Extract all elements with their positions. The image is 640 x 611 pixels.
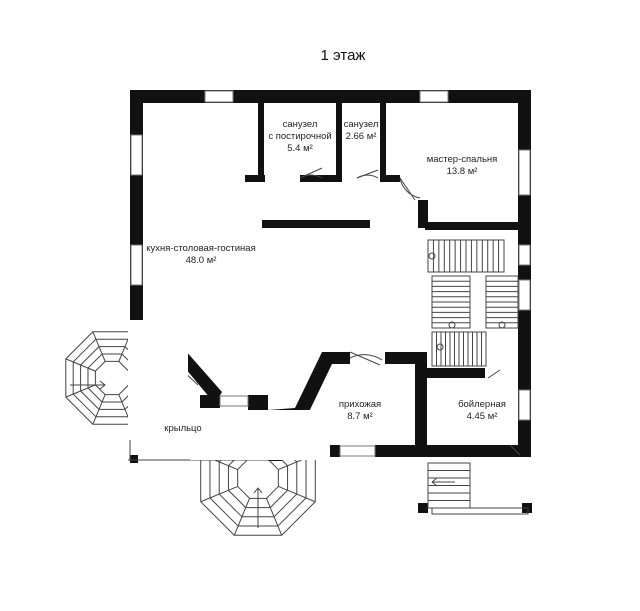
porch-steps-bottom [190,410,330,536]
doors [179,167,521,456]
window-kitchen-bottom [219,395,249,407]
porch-step-edge [92,394,106,425]
label-bath1-area: 5.4 м² [287,143,313,154]
windows [130,90,531,457]
wall-kitchen-pier [200,395,220,408]
porch-step [94,360,130,396]
wall-bath2-bottom [380,175,400,182]
window-right-2 [518,244,531,266]
window-right-1 [518,149,531,196]
arrow-icon [70,380,106,390]
post-porch-left [130,455,138,463]
label-bath1-line1: санузел [283,119,318,130]
window-left-2 [130,244,143,286]
label-bath2-area: 2.66 м² [346,131,377,142]
porch-step-edge [92,331,106,362]
door-hall [349,351,381,366]
label-kitchen-area: 48.0 м² [186,255,217,266]
wall-bath-bottom-mid [300,175,342,182]
door-boiler-exit [509,444,521,456]
porch-step-edge [65,384,96,398]
arrow-icon [253,487,263,528]
porch-step-edge [65,358,96,372]
door-boiler [487,369,501,379]
porch-mask [190,410,330,460]
stair-marker [448,321,456,329]
wall-bath1-bottom [245,175,265,182]
wall-master-corner [418,200,428,228]
post-stair-left [418,503,428,513]
wall-hall-boiler [415,352,427,457]
window-boiler [518,389,531,421]
window-hall-bottom [339,445,376,457]
wall-top [130,90,530,103]
label-boiler-name: бойлерная [458,399,506,410]
wall-bath2-right [380,103,386,181]
window-left-1 [130,134,143,176]
window-top-2 [419,90,449,103]
kitchen-island [262,220,370,228]
label-porch-name: крыльцо [164,423,201,434]
stair-marker [436,343,444,351]
stair-marker [428,252,436,260]
porch-step-edge [265,498,283,536]
wall-bath-divider [336,103,342,181]
staircase [427,239,519,367]
wall-bath1-left [258,103,264,181]
label-bath1-line2: с постирочной [268,131,331,142]
wall-boiler-top [425,368,485,378]
porch-steps-left [65,320,188,440]
wall-left [130,90,143,360]
porch-step-edge [233,498,251,536]
label-hall-name: прихожая [339,399,381,410]
porch-step-edge [200,485,238,503]
door-master [399,177,416,201]
exterior-stairs [427,462,529,515]
window-top-1 [204,90,234,103]
label-boiler-area: 4.45 м² [467,411,498,422]
stair-marker [498,321,506,329]
label-hall-area: 8.7 м² [347,411,373,422]
label-kitchen-name: кухня-столовая-гостиная [146,243,255,254]
window-right-3 [518,279,531,311]
porch-mask [128,320,188,440]
porch-step-edge [278,485,316,503]
label-master-name: мастер-спальня [427,154,498,165]
label-master-area: 13.8 м² [447,166,478,177]
wall-bottom-right [375,445,531,457]
floor-title: 1 этаж [321,47,366,64]
arrow-icon [431,477,438,487]
room-labels: санузел с постирочной 5.4 м² санузел 2.6… [146,119,506,434]
wall-master-bottom [425,222,525,230]
label-bath2-line1: санузел [344,119,379,130]
